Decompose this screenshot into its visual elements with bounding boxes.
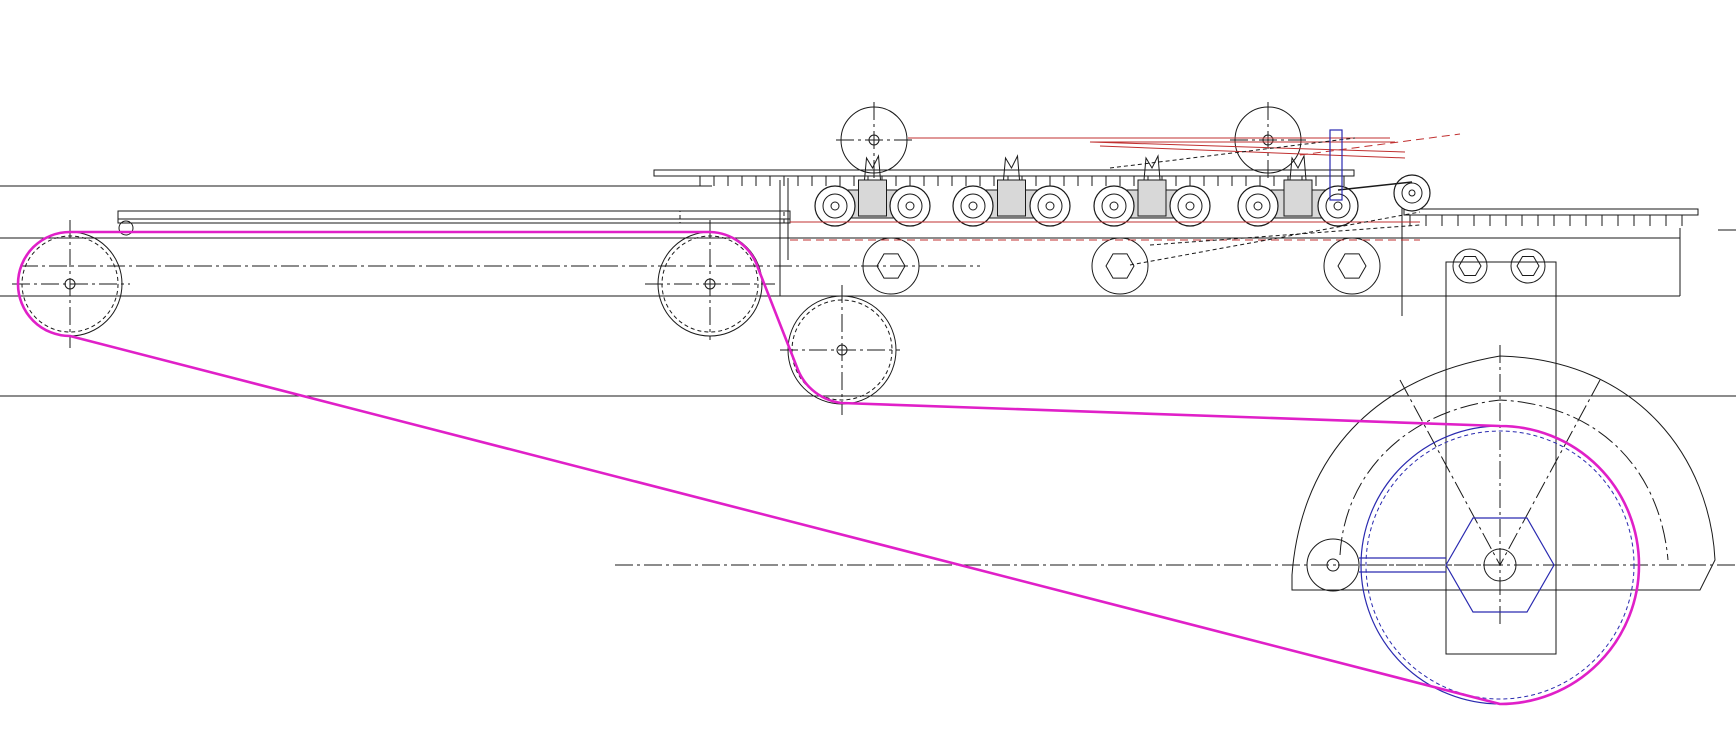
hex-bolt xyxy=(862,237,920,295)
guide-lines xyxy=(790,129,1461,266)
bogie-unit xyxy=(952,154,1071,227)
bogie-unit xyxy=(1093,154,1211,227)
slide-teeth xyxy=(699,176,1683,226)
belt xyxy=(16,230,1641,706)
hex-bolts xyxy=(862,237,1546,295)
bogie-chain xyxy=(814,154,1431,227)
bogie-unit xyxy=(1237,154,1359,227)
top-roller-right xyxy=(1230,102,1306,180)
bogie-unit xyxy=(814,154,931,227)
hex-bolt xyxy=(1452,248,1488,284)
hex-bolt xyxy=(1510,248,1546,284)
hex-bolt xyxy=(1323,237,1381,295)
drive-housing xyxy=(1291,261,1716,655)
top-roller-left xyxy=(836,102,912,180)
centerlines xyxy=(12,220,1736,625)
bogie-tail-wheel xyxy=(1337,174,1431,212)
hex-bolt xyxy=(1091,237,1149,295)
